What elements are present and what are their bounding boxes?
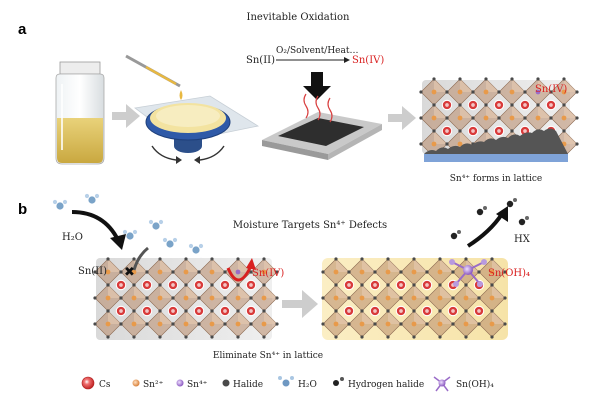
legend-water-label: H₂O <box>298 380 317 390</box>
panel-a-caption: Sn⁴⁺ forms in lattice <box>450 174 543 184</box>
vial-icon <box>55 61 105 165</box>
lattice-b-right <box>321 257 508 340</box>
hx-molecules <box>450 198 529 240</box>
panel-b-caption: Eliminate Sn⁴⁺ in lattice <box>213 351 323 361</box>
legend: Cs Sn²⁺ Sn⁴⁺ Halide H₂O Hydrogen halide … <box>81 376 494 392</box>
legend-cs-label: Cs <box>99 380 111 390</box>
reaction-arrowhead <box>344 57 350 63</box>
blocked-cross-icon: ✖ <box>124 265 135 280</box>
legend-hx-icon <box>333 377 344 386</box>
process-arrow-icon <box>112 104 140 128</box>
lattice-a <box>419 77 579 162</box>
spin-coater-icon <box>125 54 260 164</box>
conditions-label: O₂/Solvent/Heat… <box>276 46 359 56</box>
lattice-b-left <box>93 257 279 340</box>
legend-sn2-swatch <box>132 379 140 387</box>
legend-water-icon <box>278 376 294 387</box>
hx-label: HX <box>514 234 531 245</box>
legend-hx-label: Hydrogen halide <box>348 380 424 390</box>
blocked-arrow <box>132 246 149 271</box>
legend-halide-swatch <box>222 379 230 387</box>
water-flow-arrowhead <box>110 234 126 250</box>
substrate-icon <box>262 93 382 160</box>
panel-a-title: Inevitable Oxidation <box>247 12 350 23</box>
legend-sn4-swatch <box>176 379 184 387</box>
legend-sn4-label: Sn⁴⁺ <box>187 380 208 390</box>
hx-arrow <box>466 212 504 248</box>
product-label: Sn(IV) <box>352 55 384 66</box>
process-arrow-icon <box>388 106 416 130</box>
lattice-sn4-label: Sn(IV) <box>535 84 567 95</box>
attack-arrowhead <box>246 258 256 270</box>
reactant-label: Sn(II) <box>246 55 275 66</box>
panel-a-letter: a <box>18 21 27 38</box>
snoh4-molecule <box>449 259 487 287</box>
panel-b-title: Moisture Targets Sn⁴⁺ Defects <box>233 220 387 231</box>
attack-arrow <box>226 267 252 282</box>
hx-arrowhead <box>496 206 508 222</box>
water-label: H₂O <box>62 232 83 243</box>
down-arrow-icon <box>303 72 331 100</box>
sn4-site-label: Sn(IV) <box>252 268 284 279</box>
process-arrow-icon <box>282 290 318 318</box>
legend-snoh4-icon <box>433 376 451 392</box>
snoh4-label: Sn(OH)₄ <box>488 268 530 279</box>
water-flow-arrow <box>71 210 120 241</box>
legend-halide-label: Halide <box>233 380 263 390</box>
panel-b-letter: b <box>18 201 27 218</box>
legend-snoh4-label: Sn(OH)₄ <box>456 379 494 390</box>
legend-cs-swatch <box>81 376 95 390</box>
sn2-site-label: Sn(II) <box>78 266 107 277</box>
water-molecules <box>52 193 214 268</box>
legend-sn2-label: Sn²⁺ <box>143 380 164 390</box>
